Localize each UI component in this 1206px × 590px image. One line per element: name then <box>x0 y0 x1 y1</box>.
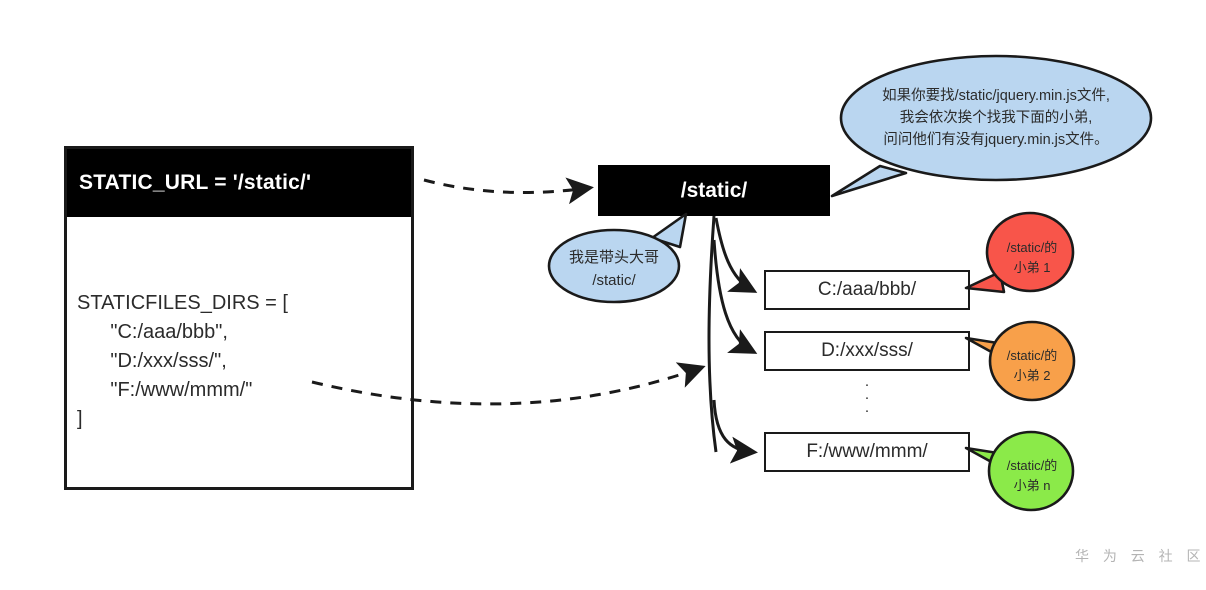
branch-arrow-dir-0 <box>714 217 758 293</box>
directory-box: D:/xxx/sss/ <box>764 331 970 371</box>
ellipsis-dot: · <box>864 376 870 393</box>
settings-panel-body: STATICFILES_DIRS = [ "C:/aaa/bbb", "D:/x… <box>67 217 411 434</box>
ellipsis-dot: · <box>864 389 870 406</box>
ellipsis-dot: · <box>864 402 870 419</box>
static-url-setting-label: STATIC_URL = '/static/' <box>79 171 312 194</box>
code-line: ] <box>77 408 83 430</box>
code-line: "C:/aaa/bbb", <box>77 321 228 343</box>
code-line: "F:/www/mmm/" <box>77 379 253 401</box>
bubble-minion-0 <box>964 211 1075 294</box>
bubble-boss <box>547 212 688 304</box>
bubble-main <box>830 54 1153 198</box>
directory-box-label: D:/xxx/sss/ <box>821 340 913 361</box>
bubble-boss-tail <box>650 212 688 249</box>
watermark: 华 为 云 社 区 <box>1075 548 1206 564</box>
branch-arrow-dir-2 <box>712 399 758 464</box>
directory-box-label: F:/www/mmm/ <box>806 441 928 462</box>
code-line: STATICFILES_DIRS = [ <box>77 292 288 314</box>
static-url-node-label: /static/ <box>680 178 748 202</box>
bubble-minion-1 <box>964 320 1076 402</box>
bubble-main-tail <box>830 164 908 198</box>
directory-box: F:/www/mmm/ <box>764 432 970 472</box>
static-url-node: /static/ <box>598 165 830 216</box>
settings-panel: STATIC_URL = '/static/' STATICFILES_DIRS… <box>64 146 414 490</box>
dashed-arrow-staticfiles-dirs <box>311 362 706 406</box>
directory-box-label: C:/aaa/bbb/ <box>817 279 917 300</box>
branch-trunk <box>707 215 718 453</box>
settings-panel-header: STATIC_URL = '/static/' <box>67 149 411 217</box>
code-line: "D:/xxx/sss/", <box>77 350 227 372</box>
vertical-ellipsis: · · · <box>855 376 879 419</box>
branch-arrow-dir-1 <box>712 239 758 354</box>
bubble-minion-2 <box>964 430 1075 512</box>
dashed-arrow-static-url <box>423 177 594 205</box>
directory-box: C:/aaa/bbb/ <box>764 270 970 310</box>
